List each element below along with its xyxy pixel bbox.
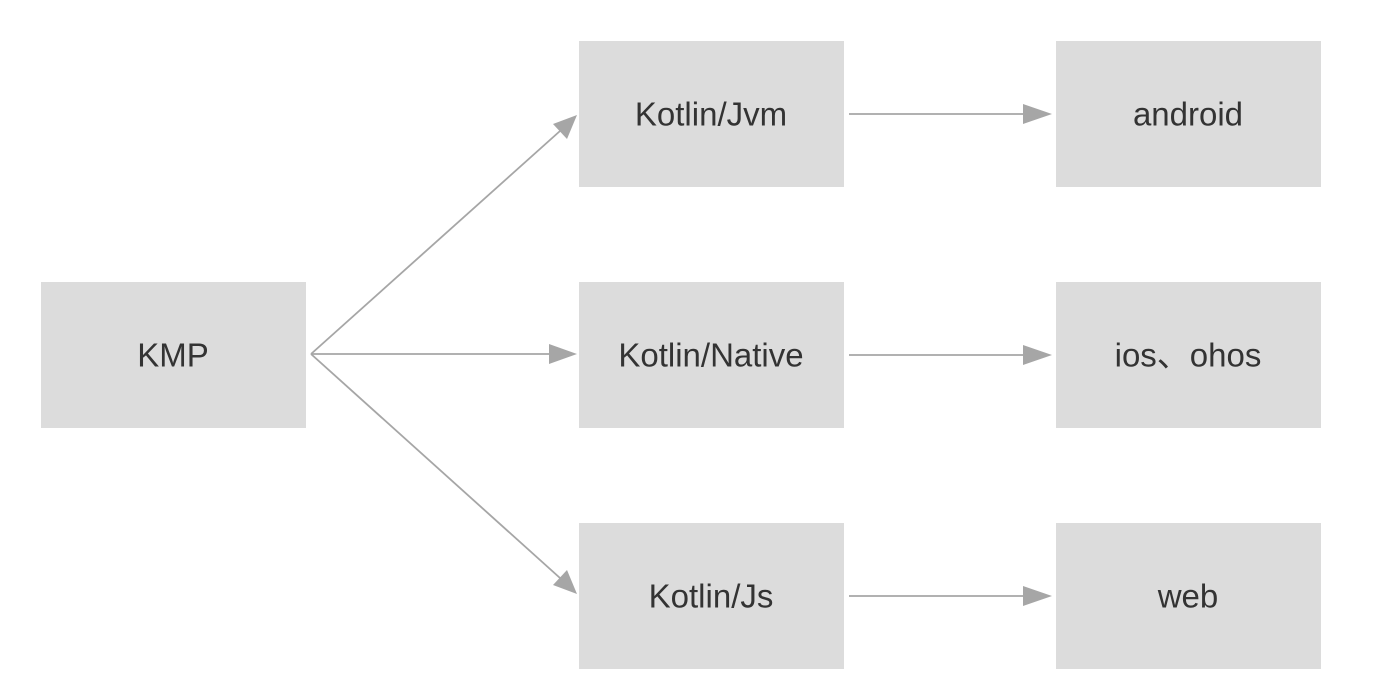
arrow-head-icon — [549, 344, 577, 364]
node-kmp-label: KMP — [137, 337, 209, 374]
edges — [310, 104, 1052, 606]
arrow-head-icon — [553, 115, 577, 139]
node-android-label: android — [1133, 96, 1243, 133]
edge-kotlin-jvm-to-android — [849, 104, 1052, 124]
node-web-label: web — [1157, 578, 1219, 615]
arrow-head-icon — [1023, 104, 1052, 124]
edge-kmp-to-kotlin-jvm — [310, 115, 577, 355]
edge-kmp-to-kotlin-native — [311, 344, 577, 364]
node-kotlin-native: Kotlin/Native — [579, 282, 844, 428]
node-ios-ohos-label: ios、ohos — [1115, 337, 1262, 374]
arrow-head-icon — [553, 570, 577, 594]
arrow-head-icon — [1023, 345, 1052, 365]
node-kotlin-js-label: Kotlin/Js — [649, 578, 774, 615]
arrow-head-icon — [1023, 586, 1052, 606]
node-ios-ohos: ios、ohos — [1056, 282, 1321, 428]
node-kotlin-native-label: Kotlin/Native — [618, 337, 803, 374]
node-kotlin-js: Kotlin/Js — [579, 523, 844, 669]
node-web: web — [1056, 523, 1321, 669]
node-android: android — [1056, 41, 1321, 187]
node-kmp: KMP — [41, 282, 306, 428]
node-kotlin-jvm: Kotlin/Jvm — [579, 41, 844, 187]
edge-kmp-to-kotlin-js — [310, 353, 577, 594]
edge-kotlin-native-to-ios-ohos — [849, 345, 1052, 365]
edge-kotlin-js-to-web — [849, 586, 1052, 606]
node-kotlin-jvm-label: Kotlin/Jvm — [635, 96, 787, 133]
